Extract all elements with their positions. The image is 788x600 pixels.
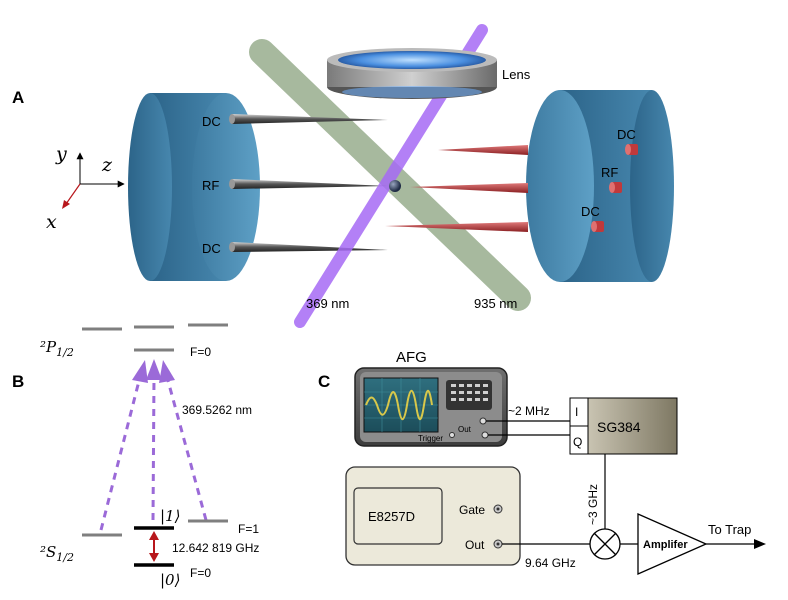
lens-label: Lens [502, 67, 531, 82]
e8257d-label: E8257D [368, 509, 415, 524]
p-state-label: ²P1/2 [40, 338, 74, 359]
sg384-instrument [569, 397, 678, 455]
panel-a-label: A [12, 88, 24, 107]
iq-cables [486, 420, 570, 436]
beam-369-label: 369 nm [306, 296, 349, 311]
s-state-label: ²S1/2 [40, 543, 74, 564]
axis-z-label: z [101, 154, 113, 176]
mixer [589, 528, 621, 560]
s-state-subscript: 1/2 [56, 551, 74, 564]
red-needle-top [438, 145, 528, 155]
right-pins [591, 144, 638, 232]
afg-out-label: Out [458, 425, 472, 434]
right-dc-bottom-label: DC [581, 204, 600, 219]
p-levels [82, 323, 228, 352]
afg-keypad [446, 380, 492, 410]
trapped-ion [389, 180, 401, 192]
coordinate-axes [62, 152, 125, 209]
afg-title: AFG [396, 349, 427, 366]
ket-1-label: |1⟩ [160, 507, 180, 525]
excitation-arrows [99, 376, 208, 531]
p-f0-label: F=0 [190, 345, 211, 359]
left-dc-top-label: DC [202, 114, 221, 129]
freq-2mhz-label: ~2 MHz [508, 404, 550, 418]
left-dc-bottom-label: DC [202, 241, 221, 256]
afg-waveform [365, 389, 433, 421]
iq-i-label: I [575, 405, 578, 419]
lens [327, 48, 497, 99]
right-dc-top-label: DC [617, 127, 636, 142]
afg-trigger-port [449, 432, 455, 438]
out-label: Out [465, 538, 485, 552]
axis-x-label: x [46, 211, 57, 233]
afg-instrument [354, 367, 508, 447]
afg-out2-port [481, 431, 489, 439]
excitation-arrowheads [132, 359, 175, 383]
to-trap-label: To Trap [708, 522, 751, 537]
right-electrode-disc [526, 90, 674, 282]
gate-label: Gate [459, 503, 485, 517]
to-trap-arrowhead [754, 539, 766, 549]
freq-964-label: 9.64 GHz [525, 556, 576, 570]
red-needle-bottom [385, 222, 528, 232]
s-state-symbol: ²S [40, 543, 56, 561]
panel-b-label: B [12, 372, 24, 391]
freq-3ghz-label: ~3 GHz [586, 484, 600, 525]
red-needle-middle [410, 183, 528, 193]
amplifier-label: Amplifer [643, 539, 688, 551]
e8257d-instrument [345, 466, 521, 566]
s-levels [82, 519, 228, 567]
left-electrode-disc [128, 93, 260, 281]
panel-c-label: C [318, 372, 330, 391]
wavelength-label: 369.5262 nm [182, 403, 252, 417]
iq-q-label: Q [573, 435, 582, 449]
p-state-symbol: ²P [40, 338, 57, 356]
beam-935-label: 935 nm [474, 296, 517, 311]
afg-trigger-label: Trigger [418, 434, 443, 443]
amplifier [637, 513, 708, 575]
s-f0-label: F=0 [190, 566, 211, 580]
left-rf-label: RF [202, 178, 219, 193]
splitting-label: 12.642 819 GHz [172, 541, 259, 555]
right-rf-label: RF [601, 165, 618, 180]
qubit-transition-arrow [149, 531, 159, 562]
p-state-subscript: 1/2 [56, 346, 74, 359]
sg384-label: SG384 [597, 419, 641, 435]
ket-0-label: |0⟩ [160, 571, 180, 589]
afg-out1-port [479, 417, 487, 425]
needle-rf [232, 179, 388, 189]
s-f1-label: F=1 [238, 522, 259, 536]
needle-dc-bottom [232, 242, 388, 252]
axis-y-label: y [55, 143, 67, 165]
needle-dc-top [232, 114, 388, 124]
